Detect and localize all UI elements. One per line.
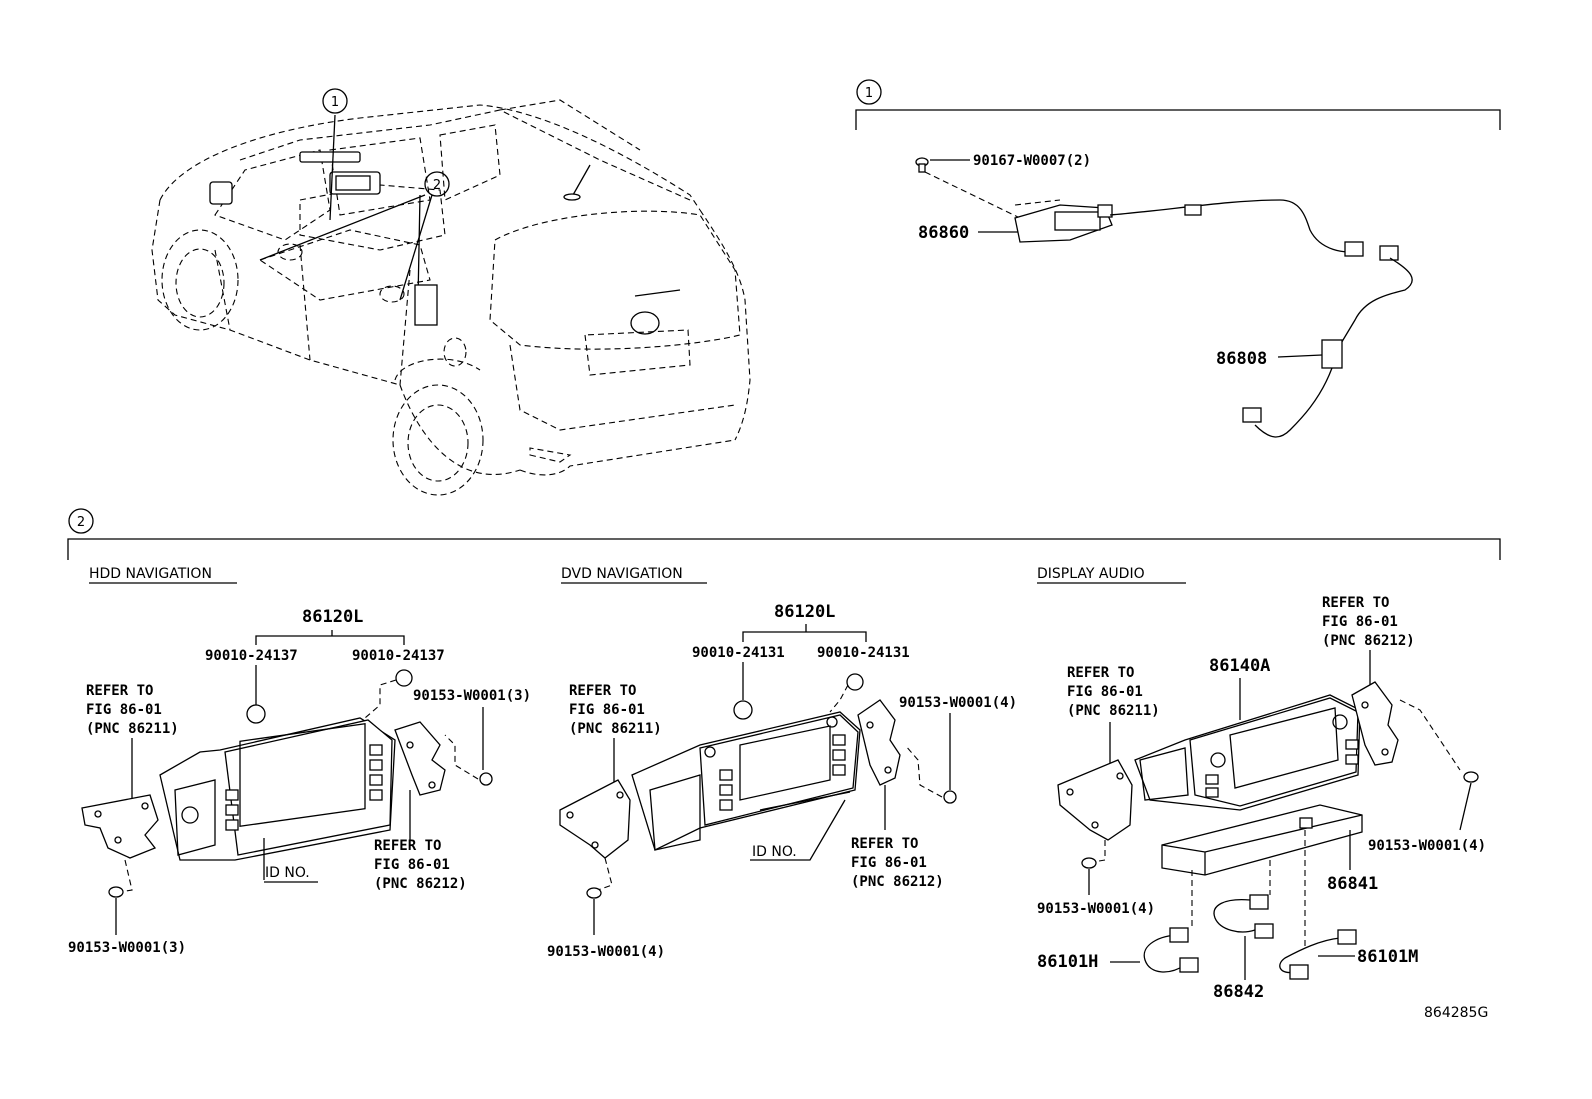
hdd-navigation-group: HDD NAVIGATION 86120L 90010-24137 90010-…	[68, 566, 531, 956]
svg-text:2: 2	[433, 178, 441, 193]
label-da-refer-left-1: REFER TO	[1067, 665, 1134, 681]
svg-text:1: 1	[331, 95, 339, 110]
label-hdd-refer-left-1: REFER TO	[86, 683, 153, 699]
label-da-refer-left-3: (PNC 86211)	[1067, 703, 1160, 719]
label-dvd-refer-right-3: (PNC 86212)	[851, 874, 944, 890]
label-dvd-cap-right: 90010-24131	[817, 645, 910, 661]
bolt-90167	[915, 157, 1021, 219]
label-hdd-screw-right: 90153-W0001(3)	[413, 688, 531, 704]
label-dvd-refer-left-1: REFER TO	[569, 683, 636, 699]
label-dvd-refer-right-1: REFER TO	[851, 836, 918, 852]
label-da-cable-c: 86101M	[1357, 947, 1418, 967]
dvd-navigation-group: DVD NAVIGATION 86120L 90010-24131 90010-…	[547, 566, 1017, 960]
label-da-screw-right: 90153-W0001(4)	[1368, 838, 1486, 854]
label-hdd-refer-right-3: (PNC 86212)	[374, 876, 467, 892]
header-hdd-navigation: HDD NAVIGATION	[89, 566, 212, 582]
label-86860: 86860	[918, 223, 969, 243]
label-dvd-refer-right-2: FIG 86-01	[851, 855, 927, 871]
label-90167: 90167-W0007(2)	[973, 153, 1091, 169]
label-86808: 86808	[1216, 349, 1267, 369]
display-audio-group: DISPLAY AUDIO 86140A REFER TO FIG 86-01 …	[1037, 566, 1486, 1002]
callout-2-car: 2	[424, 171, 450, 197]
label-hdd-cap-left: 90010-24137	[205, 648, 298, 664]
vehicle-illustration	[151, 99, 751, 496]
figure-id: 864285G	[1424, 1005, 1488, 1021]
label-dvd-assembly: 86120L	[774, 602, 835, 622]
header-display-audio: DISPLAY AUDIO	[1037, 566, 1145, 582]
label-da-cable-a: 86101H	[1037, 952, 1098, 972]
label-dvd-screw-bottom: 90153-W0001(4)	[547, 944, 665, 960]
label-hdd-screw-bottom: 90153-W0001(3)	[68, 940, 186, 956]
label-da-refer-left-2: FIG 86-01	[1067, 684, 1143, 700]
label-da-amp: 86841	[1327, 874, 1378, 894]
label-da-screw-left: 90153-W0001(4)	[1037, 901, 1155, 917]
label-hdd-refer-left-2: FIG 86-01	[86, 702, 162, 718]
label-dvd-refer-left-2: FIG 86-01	[569, 702, 645, 718]
label-dvd-id-no: ID NO.	[752, 844, 797, 860]
label-dvd-screw-right: 90153-W0001(4)	[899, 695, 1017, 711]
section-2: 2	[67, 508, 1501, 560]
label-hdd-cap-right: 90010-24137	[352, 648, 445, 664]
label-hdd-id-no: ID NO.	[265, 865, 310, 881]
label-da-refer-right-2: FIG 86-01	[1322, 614, 1398, 630]
header-dvd-navigation: DVD NAVIGATION	[561, 566, 683, 582]
label-hdd-refer-left-3: (PNC 86211)	[86, 721, 179, 737]
label-dvd-cap-left: 90010-24131	[692, 645, 785, 661]
label-da-refer-right-3: (PNC 86212)	[1322, 633, 1415, 649]
label-da-refer-right-1: REFER TO	[1322, 595, 1389, 611]
harness-86808	[1109, 199, 1413, 438]
module-86860	[978, 199, 1113, 243]
label-da-cable-b: 86842	[1213, 982, 1264, 1002]
label-hdd-assembly: 86120L	[302, 607, 363, 627]
svg-text:1: 1	[865, 86, 873, 101]
label-display-audio-assembly: 86140A	[1209, 656, 1270, 676]
label-dvd-refer-left-3: (PNC 86211)	[569, 721, 662, 737]
section-1: 1 90167-W0007(2) 86860	[855, 79, 1501, 438]
svg-text:2: 2	[77, 515, 85, 530]
callout-1-car: 1	[322, 88, 348, 114]
label-hdd-refer-right-2: FIG 86-01	[374, 857, 450, 873]
label-hdd-refer-right-1: REFER TO	[374, 838, 441, 854]
